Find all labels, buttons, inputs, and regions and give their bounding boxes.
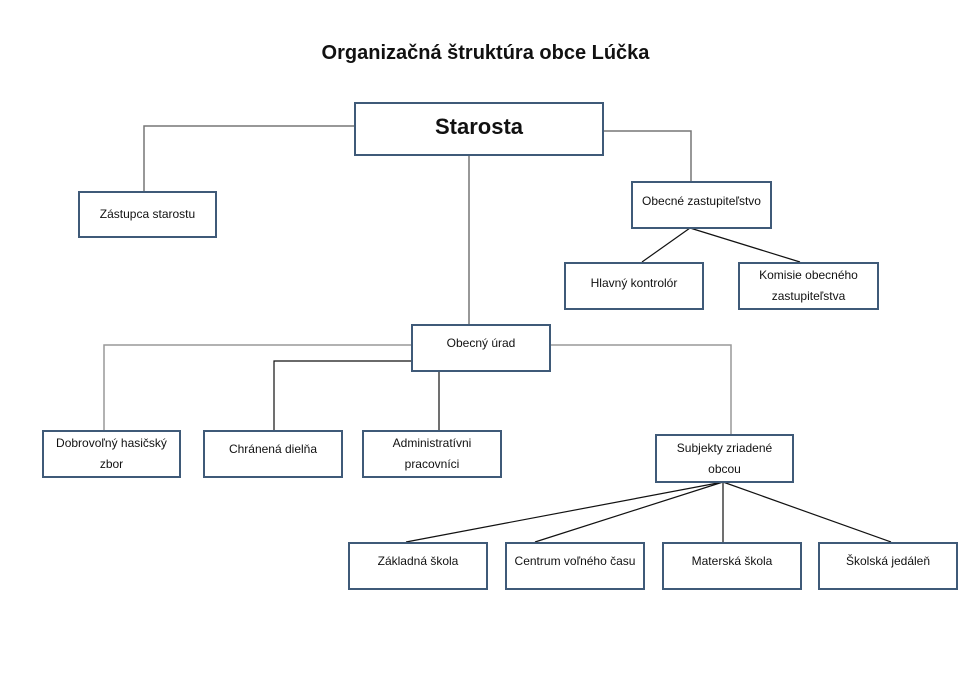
node-komisie: Komisie obecného zastupiteľstva	[738, 262, 879, 310]
node-obecny-urad: Obecný úrad	[411, 324, 551, 372]
connector-urad-dielna	[273, 360, 411, 430]
connector-subjekty-zakladna-skola	[405, 481, 724, 543]
node-hlavny-kontrolor: Hlavný kontrolór	[564, 262, 704, 310]
connector-starosta-zastupitelstvo	[603, 130, 692, 181]
node-label: Materská škola	[691, 554, 773, 568]
node-label: Dobrovoľný hasičský zbor	[56, 436, 167, 471]
node-label: Administratívni pracovníci	[392, 436, 472, 471]
node-centrum-volneho-casu: Centrum voľného času	[505, 542, 645, 590]
node-label: Obecný úrad	[446, 336, 516, 350]
connector-urad-hasici	[103, 344, 411, 430]
node-chranena-dielna: Chránená dielňa	[203, 430, 343, 478]
node-label: Komisie obecného zastupiteľstva	[759, 268, 858, 303]
node-label: Školská jedáleň	[845, 554, 931, 568]
node-label: Centrum voľného času	[514, 554, 636, 568]
node-obecne-zastupitelstvo: Obecné zastupiteľstvo	[631, 181, 772, 229]
connector-zastupitelstvo-komisie	[689, 227, 801, 263]
connector-urad-subjekty	[550, 344, 732, 434]
node-label: Obecné zastupiteľstvo	[642, 194, 761, 208]
connector-subjekty-jedalen	[722, 481, 892, 543]
node-label: Základná škola	[377, 554, 459, 568]
node-administrativni-pracovnici: Administratívni pracovníci	[362, 430, 502, 478]
node-subjekty-zriadene-obcou: Subjekty zriadené obcou	[655, 434, 794, 483]
node-zakladna-skola: Základná škola	[348, 542, 488, 590]
connector-zastupitelstvo-kontrolor	[641, 227, 691, 263]
node-materska-skola: Materská škola	[662, 542, 802, 590]
node-skolska-jedalen: Školská jedáleň	[818, 542, 958, 590]
connector-starosta-zastupca	[143, 125, 354, 191]
node-zastupca-starostu: Zástupca starostu	[78, 191, 217, 238]
node-label: Chránená dielňa	[228, 442, 318, 456]
node-label: Hlavný kontrolór	[590, 276, 678, 290]
connector-subjekty-centrum	[534, 481, 724, 543]
node-label: Zástupca starostu	[99, 207, 196, 221]
node-starosta: Starosta	[354, 102, 604, 156]
node-label: Subjekty zriadené obcou	[676, 441, 773, 476]
node-label: Starosta	[434, 114, 524, 139]
diagram-title: Organizačná štruktúra obce Lúčka	[321, 42, 650, 64]
node-hasicsky-zbor: Dobrovoľný hasičský zbor	[42, 430, 181, 478]
